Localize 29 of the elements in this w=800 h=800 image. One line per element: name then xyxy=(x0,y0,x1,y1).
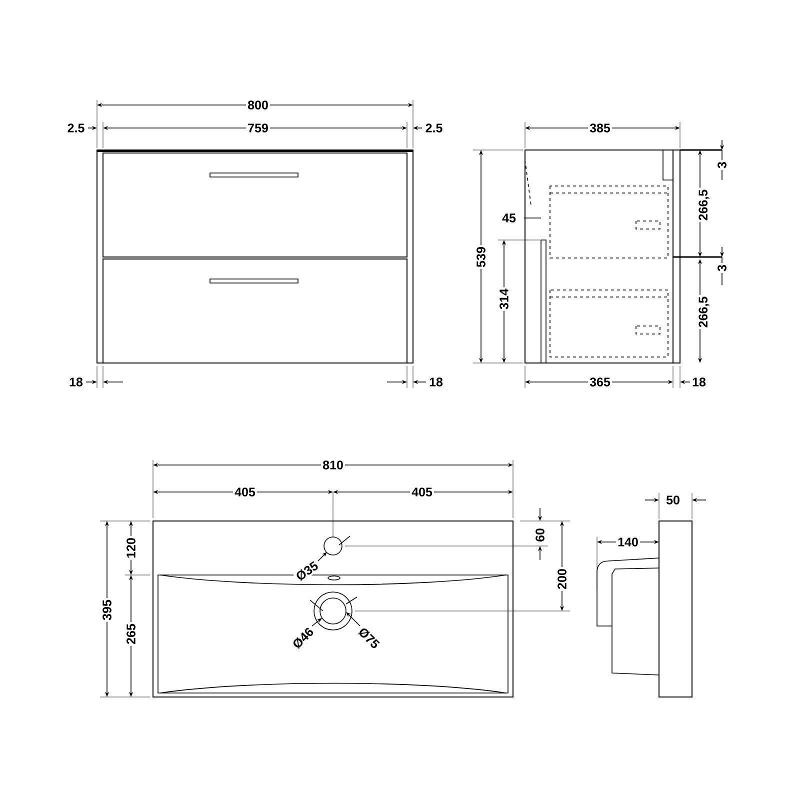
dimension-label: Ø46 xyxy=(289,624,317,652)
dimension-label: 385 xyxy=(588,122,612,134)
dimension-label: 120 xyxy=(125,536,137,560)
dimension-label: 759 xyxy=(246,122,270,134)
dimension-label: 810 xyxy=(321,459,345,471)
dimension-label: 140 xyxy=(616,536,640,548)
dimension-label: 800 xyxy=(246,99,270,111)
dimension-label: 365 xyxy=(588,376,612,388)
dimension-label: 265 xyxy=(125,622,137,646)
dimension-label: 405 xyxy=(410,486,434,498)
dimension-label: 2.5 xyxy=(424,122,444,134)
dimension-label: 2.5 xyxy=(66,122,86,134)
dimension-label: 18 xyxy=(690,376,708,388)
dimension-label: 266,5 xyxy=(697,188,711,222)
dimension-label: 3 xyxy=(716,160,728,170)
dimension-label: 395 xyxy=(101,598,113,622)
dimension-label: 18 xyxy=(428,376,444,388)
dimension-label: 200 xyxy=(556,567,568,591)
dimension-label: 18 xyxy=(68,376,84,388)
dimension-label: 60 xyxy=(534,526,546,544)
dimension-label: 3 xyxy=(716,263,728,273)
dimension-label: 539 xyxy=(475,245,487,269)
dimension-label: 405 xyxy=(233,486,257,498)
dimension-label: Ø75 xyxy=(355,624,383,652)
dimension-label: 50 xyxy=(664,494,682,506)
dimension-label: Ø35 xyxy=(292,558,322,584)
dimension-label: 314 xyxy=(498,287,510,311)
dimension-label: 45 xyxy=(500,212,518,224)
dimension-label: 266,5 xyxy=(697,294,711,330)
